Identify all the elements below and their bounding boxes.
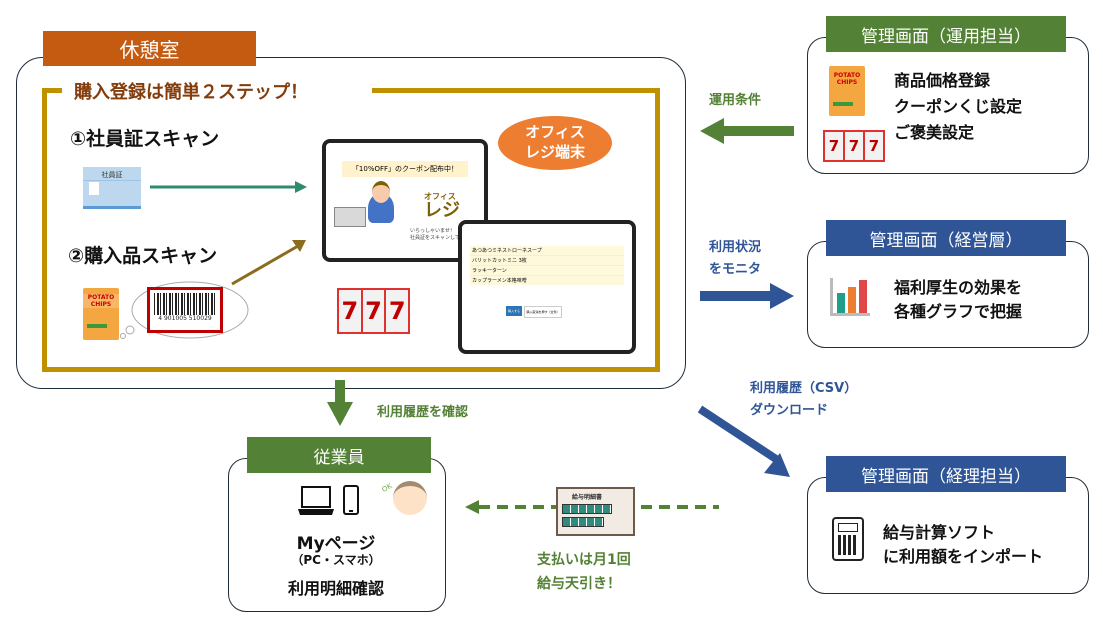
admin-mgmt-title: 管理画面（経営層） xyxy=(826,220,1066,256)
welcome-message: いらっしゃいませ！ 社員証をスキャンしてください xyxy=(410,228,480,241)
cash-register-icon xyxy=(334,207,366,227)
slot-777-icon: 7 7 7 xyxy=(337,288,410,334)
barcode-number: 4 901005 510029 xyxy=(158,315,212,322)
acct-arrow-label: 利用履歴（CSV） ダウンロード xyxy=(750,381,858,418)
coupon-banner: 「10%OFF」のクーポン配布中！ xyxy=(342,161,468,177)
mgmt-arrow-label: 利用状況 をモニタ xyxy=(709,240,762,277)
ops-arrow-left xyxy=(700,118,794,144)
payroll-lines: 支払いは月1回 給与天引き！ xyxy=(537,552,631,592)
admin-mgmt-lines: 福利厚生の効果を 各種グラフで把握 xyxy=(894,278,1023,321)
scan-arrow-green xyxy=(150,181,307,193)
bar-chart-icon xyxy=(830,278,870,316)
mypage-label: Myページ xyxy=(296,534,376,554)
cart-item-row: あつあつミネストローネスープ xyxy=(470,246,624,256)
employee-title: 従業員 xyxy=(247,437,431,473)
employee-arrow-label: 利用履歴を確認 xyxy=(377,405,469,420)
potato-chips-icon: POTATO CHIPS xyxy=(83,288,119,340)
lounge-title: 休憩室 xyxy=(43,31,256,66)
acct-arrow-diagonal xyxy=(697,405,790,477)
buy-button[interactable]: 購入する xyxy=(506,306,522,316)
cashier-head xyxy=(372,181,390,203)
id-card-label: 社員証 xyxy=(83,170,141,181)
laptop-icon xyxy=(298,486,334,515)
payroll-dashed-arrow xyxy=(465,500,719,514)
steps-heading: 購入登録は簡単２ステップ！ xyxy=(74,82,308,103)
ops-arrow-label: 運用条件 xyxy=(709,93,762,108)
step2-label: ②購入品スキャン xyxy=(68,245,218,267)
calculator-icon xyxy=(832,517,864,561)
usage-detail-label: 利用明細確認 xyxy=(287,579,384,598)
smartphone-icon xyxy=(343,485,359,515)
office-reji-logo: オフィス レジ xyxy=(424,192,460,221)
steps-heading-bg xyxy=(62,76,372,104)
cart-item-row: カップラーメン本格味噌 xyxy=(472,278,527,284)
mgmt-arrow-right xyxy=(700,283,794,309)
admin-ops-lines: 商品価格登録 クーポンくじ設定 ご褒美設定 xyxy=(894,71,1023,142)
payslip-icon: 給与明細書 xyxy=(556,487,635,536)
payslip-title: 給与明細書 xyxy=(572,494,603,501)
employee-arrow-down xyxy=(327,380,353,426)
slot-777-icon: 7 7 7 xyxy=(823,130,885,162)
cart-item-row: バリットカットミニ 3枚 xyxy=(470,256,624,266)
admin-acct-lines: 給与計算ソフト に利用額をインポート xyxy=(883,523,1044,566)
step1-label: ①社員証スキャン xyxy=(70,128,220,150)
cart-item-row: ラッキーターン xyxy=(470,266,624,276)
cancel-button[interactable]: 購入取消を押す（全件） xyxy=(524,306,562,318)
scan-arrow-brown xyxy=(231,240,306,286)
ok-person-icon xyxy=(393,481,427,515)
barcode-icon: 4 901005 510029 xyxy=(147,287,223,333)
office-register-badge: オフィス レジ端末 xyxy=(498,116,612,170)
register-tablet-cart: あつあつミネストローネスープ バリットカットミニ 3枚 ラッキーターン カップラ… xyxy=(458,220,636,354)
mypage-devices: （PC・スマホ） xyxy=(291,553,381,567)
employee-id-card-icon: 社員証 xyxy=(83,167,141,209)
admin-ops-title: 管理画面（運用担当） xyxy=(826,16,1066,52)
admin-acct-title: 管理画面（経理担当） xyxy=(826,456,1066,492)
